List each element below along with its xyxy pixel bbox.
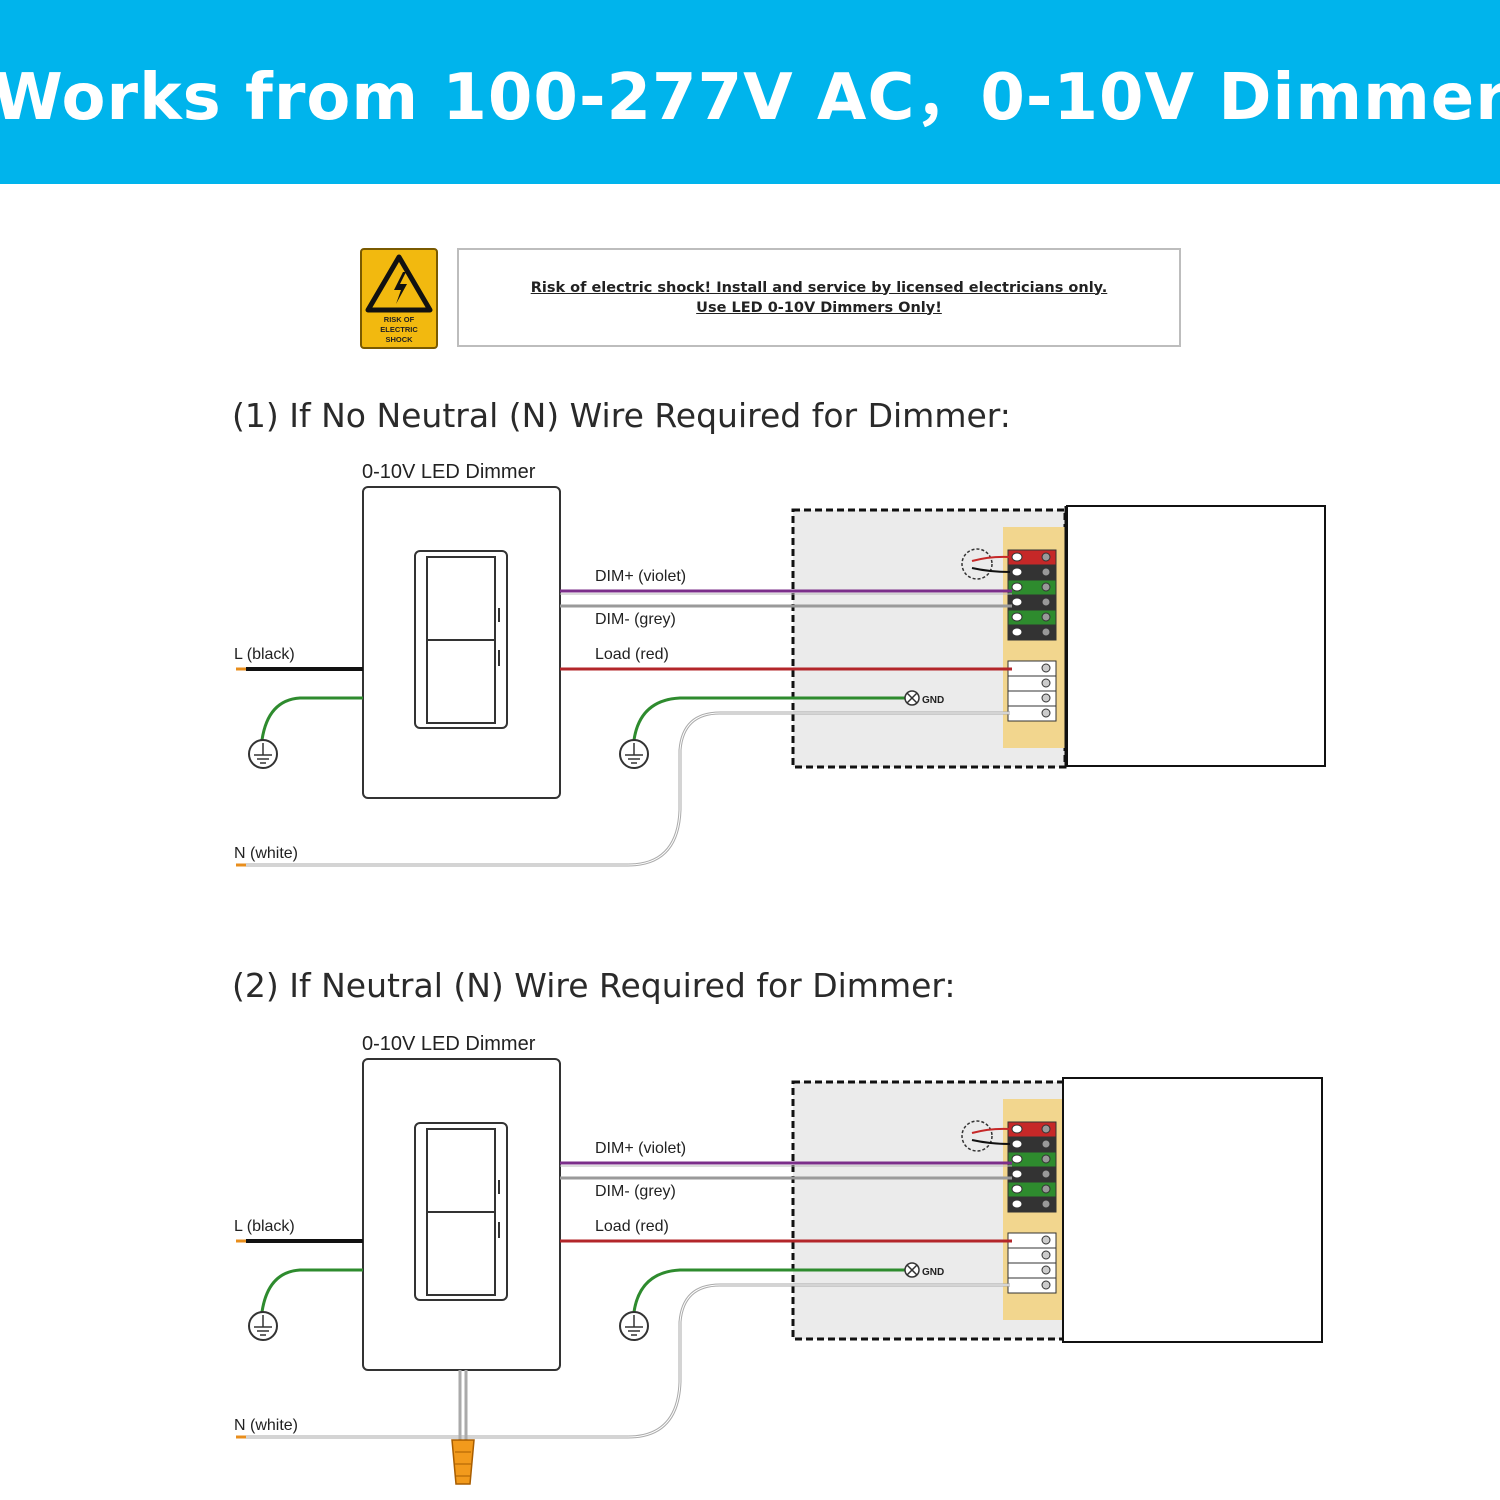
diagram-1-title: (1) If No Neutral (N) Wire Required for … (232, 396, 1011, 435)
line-label: L (black) (234, 646, 295, 663)
warning-icon-text-2: ELECTRIC (380, 325, 418, 334)
ground-wire-dimmer (260, 1268, 363, 1313)
ground-wire-driver (632, 1268, 905, 1313)
ground-icon (248, 1311, 278, 1341)
load-label: Load (red) (595, 1218, 669, 1235)
diagram-2-title: (2) If Neutral (N) Wire Required for Dim… (232, 966, 956, 1005)
gnd-label: GND (922, 695, 944, 706)
dimmer-paddle-upper (426, 1128, 496, 1213)
ground-icon (619, 1311, 649, 1341)
dim-plus-label: DIM+ (violet) (595, 568, 686, 585)
dimmer-paddle-lower (426, 639, 496, 724)
header-banner: Works from 100-277V AC，0-10V Dimmer (0, 0, 1500, 184)
jumper-loop (961, 1120, 993, 1152)
electric-shock-warning-icon: RISK OF ELECTRIC SHOCK (360, 248, 438, 349)
dimmer-label: 0-10V LED Dimmer (362, 461, 536, 483)
neutral-label: N (white) (234, 1417, 298, 1434)
gnd-connector-icon (904, 1262, 920, 1278)
gnd-label: GND (922, 1267, 944, 1278)
dimmer-paddle-upper (426, 556, 496, 641)
dimmer-paddle-lower (426, 1211, 496, 1296)
gnd-connector-icon (904, 690, 920, 706)
warning-icon-text-1: RISK OF (384, 315, 415, 324)
banner-title: Works from 100-277V AC，0-10V Dimmer (0, 61, 1500, 135)
neutral-label: N (white) (234, 845, 298, 862)
wire-nut-icon (451, 1439, 475, 1485)
load-label: Load (red) (595, 646, 669, 663)
ground-icon (248, 739, 278, 769)
jumper-loop (961, 548, 993, 580)
warning-line-2: Use LED 0-10V Dimmers Only! (696, 299, 942, 316)
warning-icon-text-3: SHOCK (385, 335, 413, 344)
dim-minus-label: DIM- (grey) (595, 1183, 676, 1200)
wiring-diagram-2: 0-10V LED Dimmer (234, 1033, 1323, 1485)
wiring-diagram-1: 0-10V LED Dimmer (234, 461, 1326, 867)
warning-line-1: Risk of electric shock! Install and serv… (530, 279, 1108, 296)
ground-wire-driver (632, 696, 905, 741)
dim-plus-label: DIM+ (violet) (595, 1140, 686, 1157)
warning-box: Risk of electric shock! Install and serv… (457, 248, 1181, 347)
driver-box (1066, 505, 1326, 767)
ground-icon (619, 739, 649, 769)
line-label: L (black) (234, 1218, 295, 1235)
ground-wire-dimmer (260, 696, 363, 741)
driver-box (1062, 1077, 1323, 1343)
dimmer-label: 0-10V LED Dimmer (362, 1033, 536, 1055)
dim-minus-label: DIM- (grey) (595, 611, 676, 628)
